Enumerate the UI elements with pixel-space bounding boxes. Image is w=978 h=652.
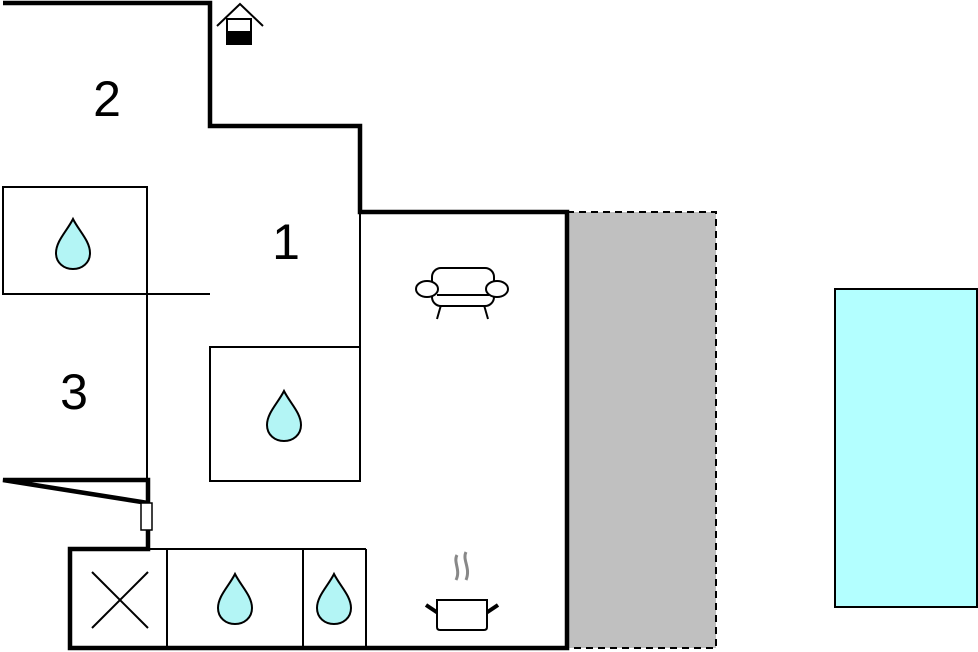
interior-walls: [2, 186, 367, 648]
cooking-pot-icon: [424, 551, 500, 631]
room-label-3: 3: [60, 364, 88, 420]
room-label-1: 1: [272, 214, 300, 270]
water-drop-icon: [217, 573, 253, 625]
entrance-icon: [216, 2, 264, 45]
water-drop-icon: [266, 390, 302, 442]
sofa-icon: [415, 267, 509, 320]
water-drop-icon: [55, 218, 91, 270]
outer-walls: [2, 0, 570, 651]
pool: [834, 288, 978, 608]
storage-cross-icon: [91, 571, 149, 629]
terrace: [566, 211, 717, 649]
door-marker: [140, 502, 153, 531]
water-drop-icon: [316, 573, 352, 625]
room-label-2: 2: [93, 71, 121, 127]
